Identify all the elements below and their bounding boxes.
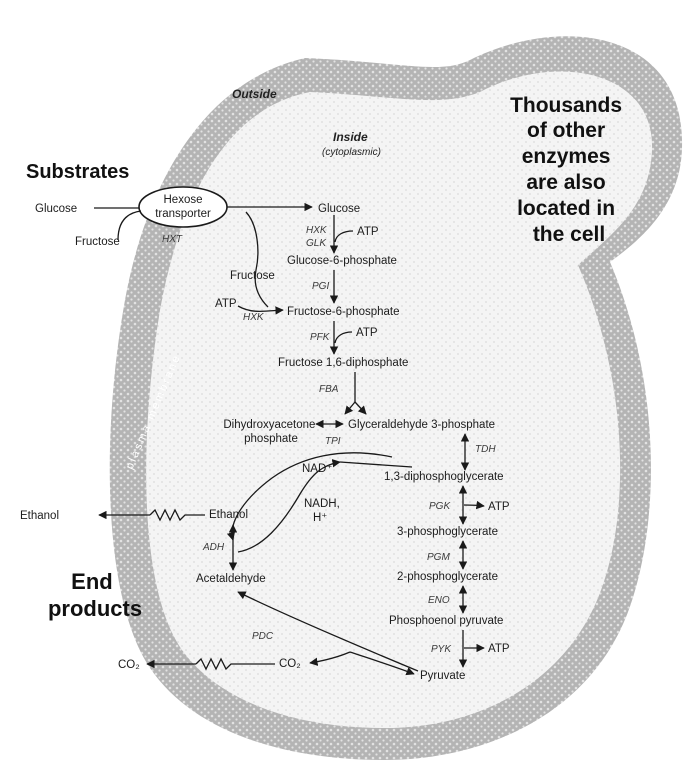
enzyme-eno: ENO [428, 595, 450, 606]
dhap-line: Dihydroxyacetone [223, 419, 315, 431]
enzyme-tpi: TPI [325, 436, 341, 447]
cofactor-nad: NAD⁺ [302, 463, 332, 475]
arrow-fba-g3p [354, 401, 367, 415]
metabolite-glucose: Glucose [318, 203, 360, 215]
enzyme-tdh: TDH [475, 444, 496, 455]
enzyme-glk: GLK [306, 238, 327, 249]
substrate-fructose: Fructose [75, 236, 120, 248]
product-co2: CO₂ [118, 659, 140, 671]
cofactor-h: H⁺ [313, 512, 327, 524]
substrates-heading: Substrates [26, 161, 129, 183]
arrow-hxk-fructose [237, 305, 284, 315]
enzymes-note: Thousands of other enzymes are also loca… [510, 94, 628, 246]
end-products-line: End [71, 569, 113, 594]
end-products-heading: End products [48, 569, 142, 621]
nad-to-g3p-step [339, 461, 413, 468]
co2-excretion-wave [195, 657, 275, 671]
note-line: Thousands [510, 94, 622, 117]
inside-sublabel: (cytoplasmic) [322, 147, 381, 158]
enzyme-pgk: PGK [429, 501, 451, 512]
dhap-line: phosphate [244, 433, 298, 445]
metabolite-phosphoenol-pyruvate: Phosphoenol pyruvate [389, 615, 503, 627]
atp-label: ATP [488, 501, 510, 513]
atp-label: ATP [356, 327, 378, 339]
metabolite-co2: CO₂ [279, 658, 301, 670]
transporter-ellipse [138, 186, 228, 228]
enzyme-pgi: PGI [312, 281, 329, 292]
note-line: enzymes [522, 145, 611, 168]
metabolite-fructose-1-6-diphosphate: Fructose 1,6-diphosphate [278, 357, 408, 369]
cofactor-nadh: NADH, [304, 498, 340, 510]
cytoplasm [146, 71, 653, 728]
note-line: are also [526, 171, 605, 194]
enzyme-pdc: PDC [252, 631, 274, 642]
fructose-input-line [117, 210, 142, 241]
enzyme-hxk: HXK [306, 225, 328, 236]
metabolite-pyruvate: Pyruvate [420, 670, 465, 682]
note-line: the cell [533, 223, 605, 246]
enzyme-pfk: PFK [310, 332, 331, 343]
product-ethanol: Ethanol [20, 510, 59, 522]
enzyme-hxk: HXK [243, 312, 265, 323]
metabolite-1-3-diphosphoglycerate: 1,3-diphosphoglycerate [384, 471, 504, 483]
atp-label: ATP [357, 226, 379, 238]
transporter-label: transporter [155, 208, 211, 220]
metabolite-glyceraldehyde-3-phosphate: Glyceraldehyde 3-phosphate [348, 419, 495, 431]
atp-label: ATP [488, 643, 510, 655]
arrow-pyruvate-entry [349, 651, 415, 676]
atp-production-1 [463, 500, 485, 510]
metabolite-fructose-6-phosphate: Fructose-6-phosphate [287, 306, 400, 318]
nad-reduction-loop [226, 452, 393, 541]
note-line: located in [517, 197, 615, 220]
note-line: of other [527, 119, 605, 142]
metabolite-glucose-6-phosphate: Glucose-6-phosphate [287, 255, 397, 267]
atp-consumption-1 [334, 230, 354, 243]
ethanol-excretion-wave [149, 508, 205, 522]
pathway-arrows [94, 202, 485, 676]
arrow-pdc [237, 591, 419, 672]
transporter-label: Hexose [164, 194, 203, 206]
arrow-fba-dhap [344, 401, 356, 415]
enzyme-pgm: PGM [427, 552, 450, 563]
enzyme-adh: ADH [202, 542, 225, 553]
enzyme-pyk: PYK [431, 644, 452, 655]
cell [109, 36, 683, 761]
arrow-fructose-uptake [245, 211, 269, 308]
metabolite-acetaldehyde: Acetaldehyde [196, 573, 266, 585]
atp-label: ATP [215, 298, 237, 310]
metabolite-3-phosphoglycerate: 3-phosphoglycerate [397, 526, 498, 538]
atp-consumption-2 [334, 331, 353, 344]
end-products-line: products [48, 596, 142, 621]
metabolite-fructose: Fructose [230, 270, 275, 282]
metabolite-2-phosphoglycerate: 2-phosphoglycerate [397, 571, 498, 583]
inside-label: Inside [333, 130, 368, 144]
arrow-co2-release [309, 651, 351, 666]
outside-label: Outside [232, 87, 277, 101]
substrate-glucose: Glucose [35, 203, 77, 215]
metabolite-ethanol: Ethanol [209, 509, 248, 521]
enzyme-fba: FBA [319, 384, 339, 395]
nadh-oxidation-loop [237, 459, 341, 553]
enzyme-hxt: HXT [162, 234, 183, 245]
metabolite-dihydroxyacetone-phosphate: Dihydroxyacetone phosphate [223, 419, 318, 445]
